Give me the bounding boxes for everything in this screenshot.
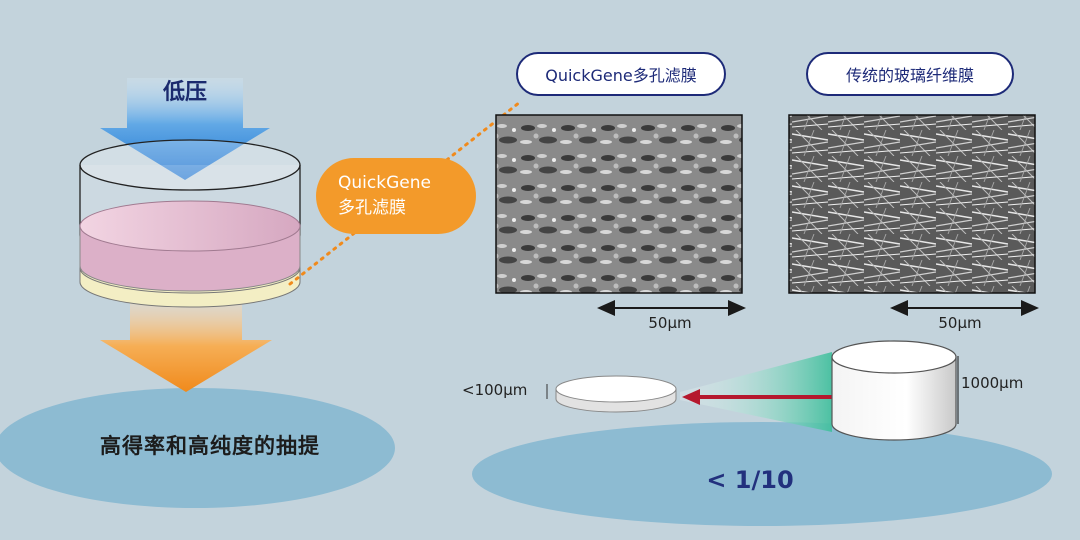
thin-thickness-label: <100μm (462, 381, 528, 399)
low-pressure-label: 低压 (162, 80, 207, 105)
thin-membrane-disc (555, 375, 677, 413)
micrograph-glassfiber (788, 114, 1036, 294)
quickgene-membrane-bubble: QuickGene 多孔滤膜 (316, 158, 476, 234)
pressure-arrow (100, 78, 270, 180)
right-base-ellipse (472, 422, 1052, 526)
output-arrow (100, 300, 272, 392)
quickgene-micrograph-tag: QuickGene多孔滤膜 (516, 52, 726, 96)
thick-membrane-cylinder (831, 340, 957, 441)
scale-label-gf: 50μm (938, 314, 982, 332)
ratio-label: < 1/10 (706, 466, 794, 494)
filter-column (79, 139, 301, 308)
reduction-arrow-head (682, 389, 700, 405)
yield-purity-label: 高得率和高纯度的抽提 (100, 434, 320, 458)
micrograph-quickgene (495, 114, 743, 294)
scale-label-qg: 50μm (648, 314, 692, 332)
compression-beam (680, 352, 832, 432)
left-base-ellipse (0, 388, 395, 508)
glassfiber-micrograph-tag: 传统的玻璃纤维膜 (806, 52, 1014, 96)
bubble-line-2: 多孔滤膜 (338, 198, 406, 218)
bubble-line-1: QuickGene (338, 173, 431, 193)
thick-thickness-label: 1000μm (961, 374, 1024, 392)
